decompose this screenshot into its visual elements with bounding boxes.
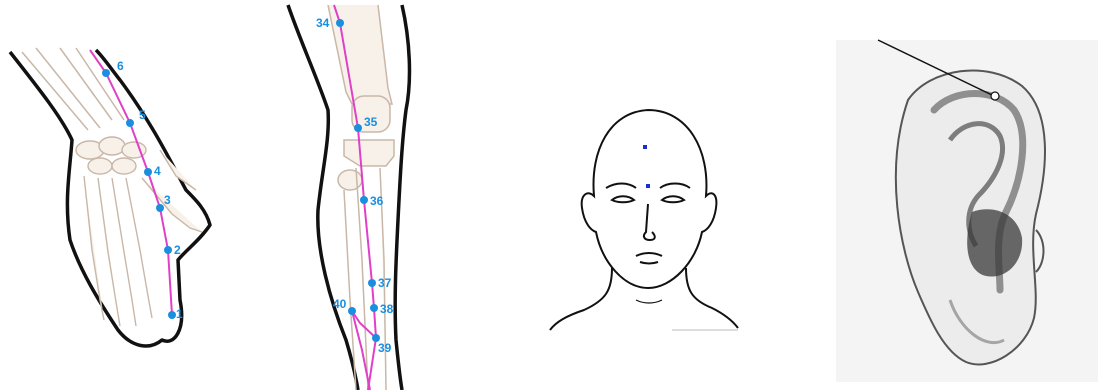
hand-point-1 [168,311,176,319]
right-brow [660,184,690,189]
hand-point-3 [156,204,164,212]
nose [644,204,655,240]
leg-label-34: 34 [316,16,330,30]
collar [636,300,662,303]
leg-point-36 [360,196,368,204]
head-points [643,145,650,188]
leg-label-35: 35 [364,115,378,129]
ear-panel [836,40,1098,382]
hand-outline [10,50,210,346]
hand-point-4 [144,168,152,176]
leg-point-37 [368,279,376,287]
left-brow [606,184,636,189]
right-eye [662,196,684,202]
hand-labels: 6 5 4 3 2 1 [117,59,183,321]
hand-label-3: 3 [164,193,171,207]
leg-label-40: 40 [333,297,347,311]
hand-point-2 [164,246,172,254]
leg-point-38 [370,304,378,312]
hand-point-5 [126,119,134,127]
head-outline [582,110,717,288]
hand-bones [76,137,202,326]
neck-shoulders [550,268,738,330]
hand-meridian-line [90,50,172,315]
hand-label-6: 6 [117,59,124,73]
leg-point-34 [336,19,344,27]
head-point-forehead [643,145,647,149]
hand-label-1: 1 [176,307,183,321]
leg-point-40 [348,307,356,315]
head-panel [550,110,738,330]
hand-label-2: 2 [174,243,181,257]
mouth [636,253,662,264]
left-eye [612,196,634,202]
hand-point-6 [102,69,110,77]
ear-point [991,92,999,100]
leg-outline-right [395,5,409,390]
leg-label-37: 37 [378,276,392,290]
hand-label-5: 5 [139,108,146,122]
hand-label-4: 4 [154,164,161,178]
leg-point-35 [354,124,362,132]
leg-label-36: 36 [370,194,384,208]
leg-label-39: 39 [378,341,392,355]
leg-panel: 34 35 36 37 38 39 40 [288,5,409,390]
hand-panel: 6 5 4 3 2 1 [10,48,210,346]
head-point-brow [646,184,650,188]
leg-label-38: 38 [380,302,394,316]
